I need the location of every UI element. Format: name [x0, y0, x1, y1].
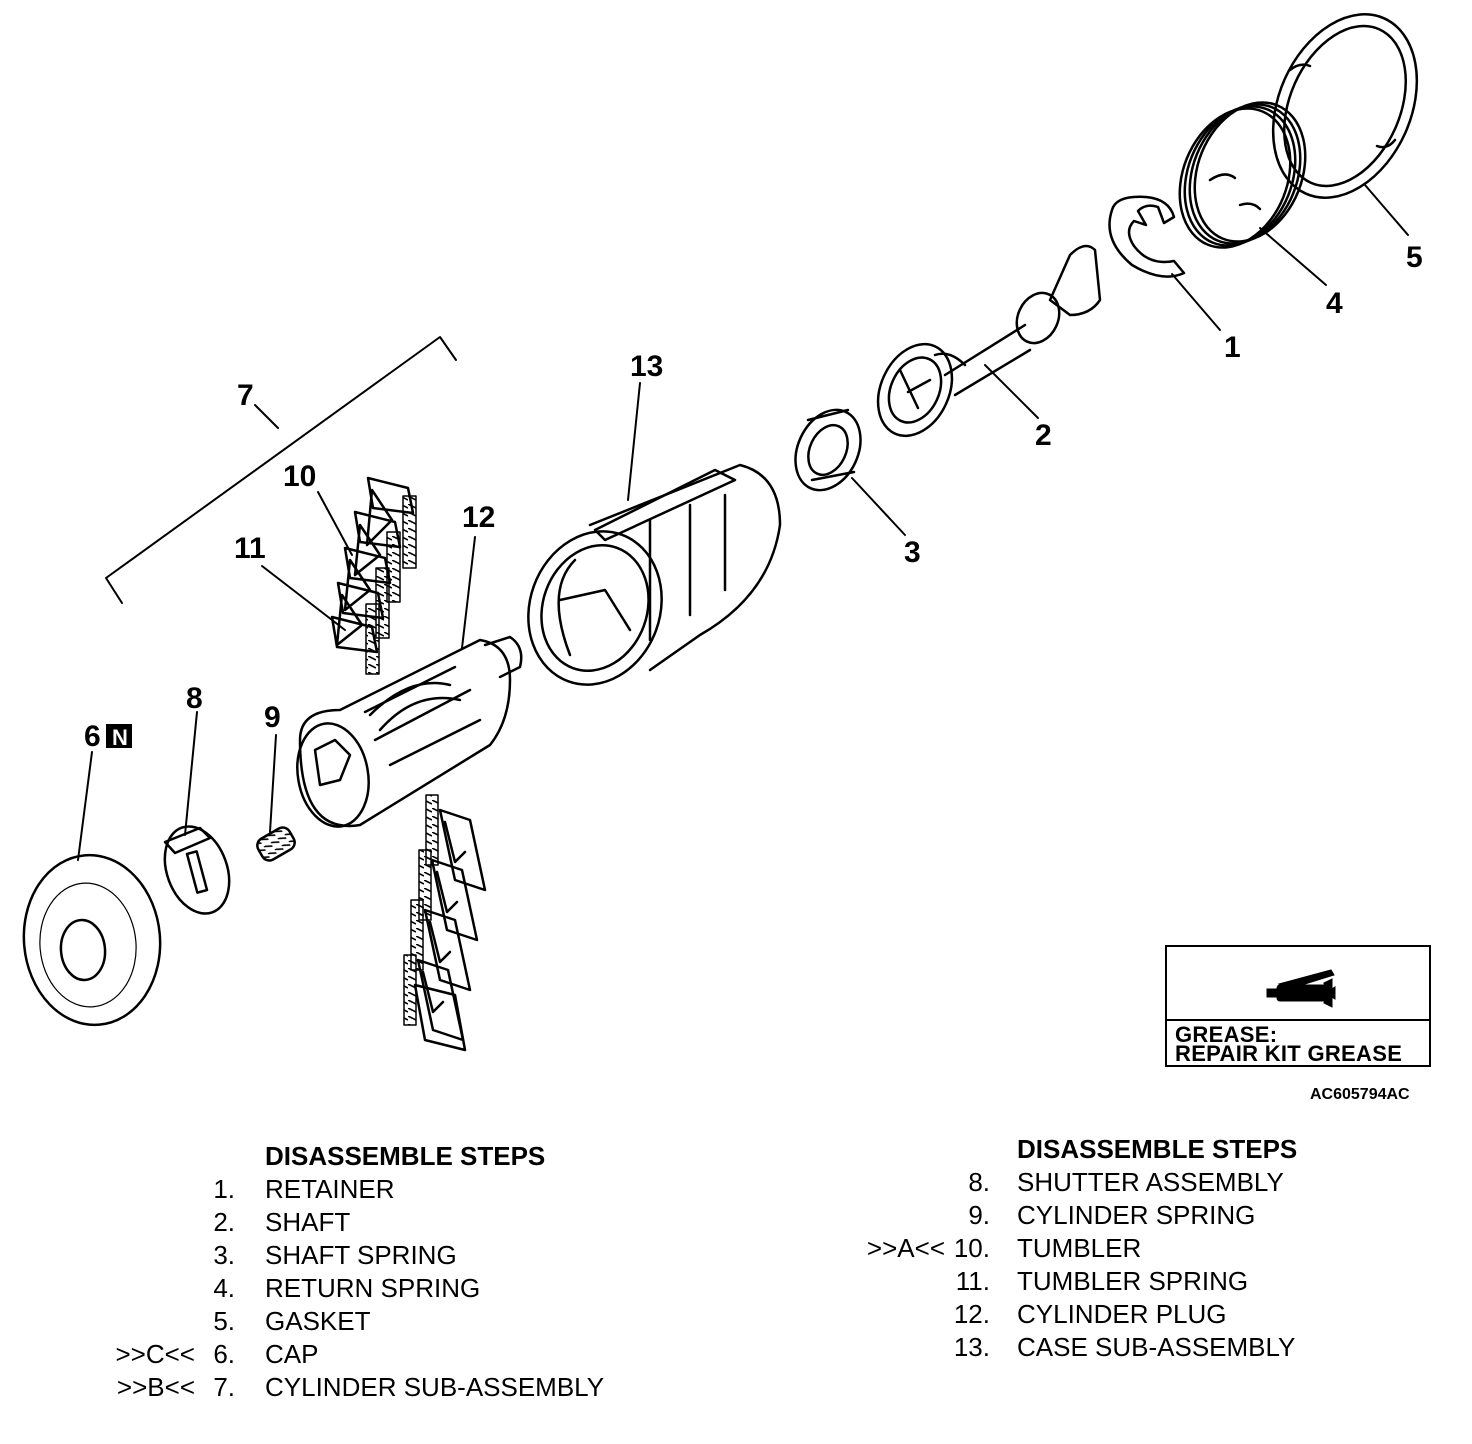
cap-part: [22, 853, 162, 1027]
step-number: 10.: [953, 1233, 990, 1263]
steps-heading: DISASSEMBLE STEPS: [265, 1141, 546, 1171]
step-number: 7.: [213, 1372, 235, 1402]
step-number: 3.: [213, 1240, 235, 1270]
step-label: SHAFT SPRING: [265, 1240, 457, 1270]
shaft-part: [876, 244, 1102, 438]
grease-label: GREASE:: [1175, 1022, 1278, 1047]
step-number: 2.: [213, 1207, 235, 1237]
callout-6: 6: [84, 720, 101, 753]
callout-4: 4: [1326, 287, 1343, 320]
new-part-badge: [106, 724, 132, 748]
step-number: 4.: [213, 1273, 235, 1303]
step-label: TUMBLER SPRING: [1017, 1266, 1249, 1296]
exploded-view-diagram: 1 2 3 4 5 6 N 7 8 9 10 11 12 13: [22, 13, 1423, 1052]
cylinder-spring-part: [256, 826, 296, 862]
shaft-spring-part: [794, 408, 862, 492]
step-label: RETURN SPRING: [265, 1273, 481, 1303]
step-number: 12.: [953, 1299, 990, 1329]
step-number: 13.: [953, 1332, 990, 1362]
gasket-part: [1271, 13, 1419, 199]
callout-10: 10: [283, 460, 316, 493]
step-label: SHAFT: [265, 1207, 351, 1237]
step-label: CAP: [265, 1339, 319, 1369]
upper-tumblers-part: [330, 476, 417, 675]
callout-7: 7: [237, 379, 254, 412]
drawing-id: AC605794AC: [1310, 1086, 1410, 1103]
callout-11: 11: [234, 532, 266, 565]
step-label: GASKET: [265, 1306, 371, 1336]
callout-5: 5: [1406, 241, 1423, 274]
step-number: 11.: [955, 1266, 990, 1296]
shutter-assembly-part: [163, 825, 231, 915]
step-label: CASE SUB-ASSEMBLY: [1017, 1332, 1296, 1362]
step-label: CYLINDER SPRING: [1017, 1200, 1256, 1230]
callout-13: 13: [630, 350, 663, 383]
leader-lines: [77, 184, 1409, 861]
callout-3: 3: [904, 536, 921, 569]
step-label: RETAINER: [265, 1174, 395, 1204]
return-spring-part: [1178, 101, 1307, 249]
new-part-badge-letter: N: [112, 725, 128, 750]
callout-8: 8: [186, 682, 203, 715]
cylinder-sub-assembly-bracket: [105, 336, 457, 604]
step-reference: >>C<<: [115, 1339, 195, 1369]
step-number: 6.: [213, 1339, 235, 1369]
lower-tumblers-part: [403, 794, 487, 1052]
step-number: 8.: [968, 1167, 990, 1197]
grease-icon-area: [1167, 947, 1429, 1021]
step-label: SHUTTER ASSEMBLY: [1017, 1167, 1284, 1197]
grease-legend-box: GREASE: REPAIR KIT GREASE: [1165, 945, 1431, 1067]
steps-heading: DISASSEMBLE STEPS: [1017, 1134, 1298, 1164]
grease-type: REPAIR KIT GREASE: [1175, 1041, 1403, 1066]
cylinder-plug-part: [296, 635, 523, 828]
step-number: 9.: [968, 1200, 990, 1230]
step-reference: >>B<<: [116, 1372, 195, 1402]
step-label: TUMBLER: [1017, 1233, 1142, 1263]
step-label: CYLINDER SUB-ASSEMBLY: [265, 1372, 605, 1402]
callout-12: 12: [462, 501, 495, 534]
grease-gun-icon: [1266, 969, 1336, 1008]
callout-9: 9: [264, 701, 281, 734]
step-reference: >>A<<: [866, 1233, 945, 1263]
case-sub-assembly-part: [527, 463, 782, 686]
step-number: 1.: [213, 1174, 235, 1204]
retainer-part: [1108, 195, 1186, 278]
step-label: CYLINDER PLUG: [1017, 1299, 1227, 1329]
callout-1: 1: [1224, 331, 1241, 364]
step-number: 5.: [213, 1306, 235, 1336]
callout-2: 2: [1035, 419, 1052, 452]
